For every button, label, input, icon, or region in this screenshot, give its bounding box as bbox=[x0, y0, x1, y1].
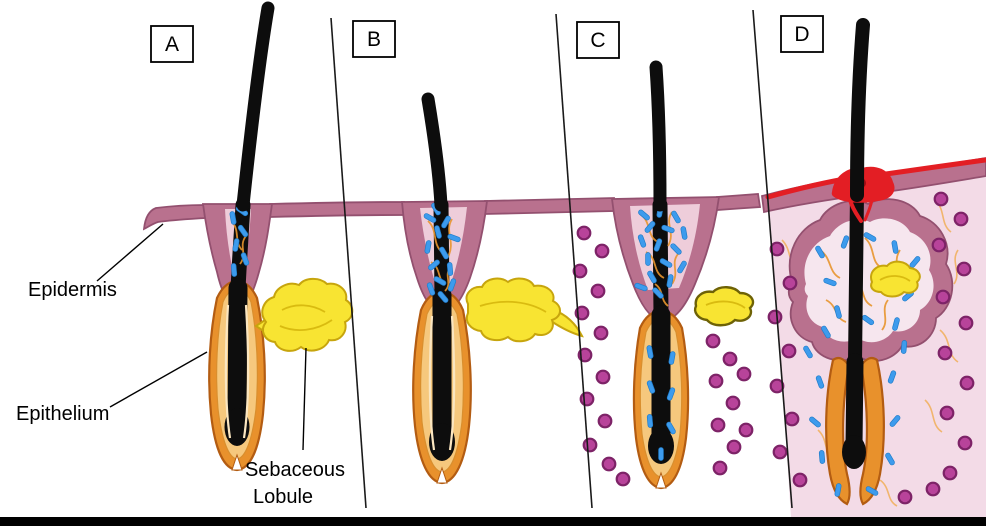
panel-letter-b: B bbox=[352, 20, 396, 58]
panel-letter-d: D bbox=[780, 15, 824, 53]
hair-b-bulb bbox=[429, 423, 455, 461]
bacteria-a bbox=[229, 204, 250, 278]
hair-a-root bbox=[227, 278, 248, 428]
hair-shafts bbox=[236, 1, 870, 212]
panel-letter-b-text: B bbox=[367, 28, 381, 51]
hair-d-cavity bbox=[848, 188, 864, 369]
sheath-a-left bbox=[224, 304, 232, 439]
panel-letter-c-box bbox=[576, 21, 620, 59]
panel-letter-d-text: D bbox=[794, 23, 809, 46]
divider-a-b bbox=[330, 17, 367, 509]
label-sebaceous-line1: Sebaceous bbox=[245, 459, 345, 481]
label-epithelium: Epithelium bbox=[16, 403, 109, 425]
sebaceous-lobule-c bbox=[693, 286, 755, 327]
hair-c-bulb bbox=[648, 428, 674, 464]
sebaceous-remnant-d bbox=[870, 260, 921, 298]
divider-b-c bbox=[555, 13, 593, 509]
annotations: Epidermis Epithelium Sebaceous Lobule bbox=[16, 223, 345, 508]
follicle-c-cleft bbox=[655, 471, 667, 489]
sebaceous-lobule-b bbox=[465, 277, 584, 343]
label-epidermis: Epidermis bbox=[28, 279, 117, 301]
bacteria-b bbox=[422, 201, 462, 305]
hair-b-shaft bbox=[421, 92, 448, 212]
panel-letter-a-text: A bbox=[165, 33, 179, 56]
panel-dividers bbox=[330, 9, 793, 509]
sheath-a-right bbox=[242, 304, 250, 439]
epidermis-leader-line bbox=[96, 223, 164, 282]
panel-b bbox=[401, 197, 584, 485]
panel-letter-c-text: C bbox=[590, 29, 605, 52]
panel-letter-a: A bbox=[150, 25, 194, 63]
divider-c-d bbox=[752, 9, 793, 509]
hair-d-bulb bbox=[842, 435, 866, 469]
epithelium-leader-line bbox=[109, 351, 208, 408]
hair-d-root bbox=[845, 353, 864, 454]
panel-letter-c: C bbox=[576, 21, 620, 59]
hair-a-shaft bbox=[236, 1, 275, 212]
label-sebaceous-line2: Lobule bbox=[253, 486, 313, 508]
sebaceous-leader-line bbox=[302, 347, 307, 451]
panel-a bbox=[201, 197, 354, 472]
sheath-b-right bbox=[448, 315, 456, 451]
bacteria-c-canal bbox=[633, 203, 688, 307]
panel-letter-d-box bbox=[780, 15, 824, 53]
panel-c bbox=[572, 196, 755, 490]
hair-d-shaft bbox=[850, 18, 870, 202]
follicle-b-cleft bbox=[436, 466, 448, 484]
bottom-bar bbox=[0, 517, 986, 526]
hair-c-shaft bbox=[649, 60, 667, 212]
sheath-b-left bbox=[428, 315, 436, 451]
epidermis-band bbox=[142, 193, 762, 231]
follicle-a-cleft bbox=[231, 453, 243, 471]
panel-d bbox=[761, 157, 986, 506]
panel-letter-a-box bbox=[150, 25, 194, 63]
panel-letter-b-box bbox=[352, 20, 396, 58]
